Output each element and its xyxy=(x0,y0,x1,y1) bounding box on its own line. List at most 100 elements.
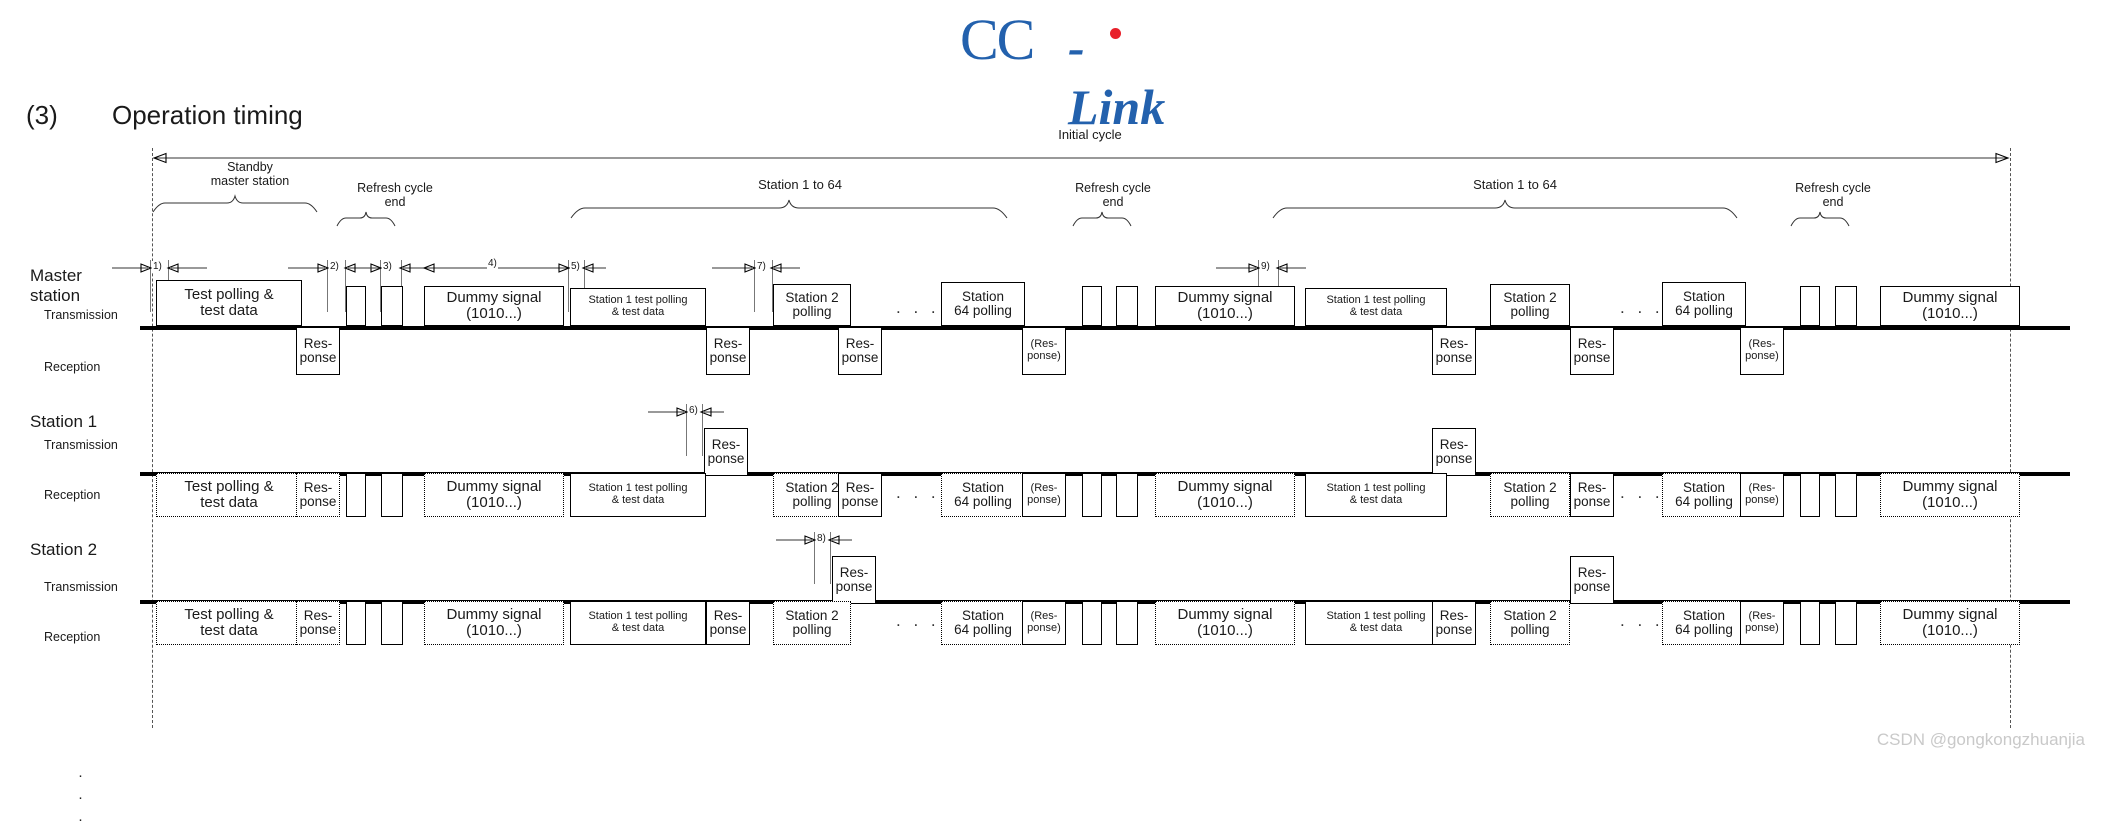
row-sublabel-station1-transmission: Transmission xyxy=(44,438,118,452)
box-response-master-rx-4: Res-ponse xyxy=(1432,327,1476,375)
box-response-station1-tx-2: Res-ponse xyxy=(1432,428,1476,476)
page-title: (3)Operation timing xyxy=(26,100,303,131)
box-station1-test-polling-station2-1: Station 1 test polling& test data xyxy=(570,601,706,645)
continuation-dots: ··· xyxy=(78,767,83,828)
box-response-station1-rx-3: Res-ponse xyxy=(1570,473,1614,517)
row-sublabel-master-reception: Reception xyxy=(44,360,101,374)
logo-red-dot-icon xyxy=(1110,28,1121,39)
marker-1: 1) xyxy=(152,261,163,272)
box-response-station2-rx-2: Res-ponse xyxy=(706,601,750,645)
box-dummy-signal-station2-1: Dummy signal(1010...) xyxy=(424,601,564,645)
box-station1-test-polling-station2-2: Station 1 test polling& test data xyxy=(1305,601,1447,645)
box-response-station1-rx: Res-ponse xyxy=(296,473,340,517)
tick-line-1a xyxy=(150,260,151,312)
tick-line-2b xyxy=(345,260,346,312)
tick-line-2a xyxy=(327,260,328,312)
box-refresh-pulse-station2-3 xyxy=(1082,601,1102,645)
box-refresh-pulse-station2-4 xyxy=(1116,601,1138,645)
box-refresh-pulse-4 xyxy=(1116,286,1138,326)
box-response-station1-rx-2: Res-ponse xyxy=(838,473,882,517)
box-response-paren-master-rx-1: (Res-ponse) xyxy=(1022,327,1066,375)
box-refresh-pulse-station2-2 xyxy=(381,601,403,645)
tick-line-7a xyxy=(754,260,755,312)
box-test-polling-station1-rx: Test polling &test data xyxy=(156,473,302,517)
brace-label-station-1-to-64-2: Station 1 to 64 xyxy=(1473,177,1557,192)
box-refresh-pulse-5 xyxy=(1800,286,1820,326)
box-station1-test-polling-station1-2: Station 1 test polling& test data xyxy=(1305,473,1447,517)
row-label-station-2: Station 2 xyxy=(30,540,98,559)
box-refresh-pulse-station2-1 xyxy=(346,601,366,645)
marker-5: 5) xyxy=(570,261,581,272)
marker-2: 2) xyxy=(329,261,340,272)
box-refresh-pulse-station1-1 xyxy=(346,473,366,517)
box-refresh-pulse-station1-2 xyxy=(381,473,403,517)
cycle-end-dashed-line xyxy=(2010,148,2011,728)
box-refresh-pulse-3 xyxy=(1082,286,1102,326)
initial-cycle-label: Initial cycle xyxy=(1058,127,1122,142)
row-sublabel-station2-reception: Reception xyxy=(44,630,101,644)
marker-6: 6) xyxy=(688,405,699,416)
tick-line-6b xyxy=(702,404,703,456)
station1-busline xyxy=(140,472,2070,476)
box-dummy-signal-station1-3: Dummy signal(1010...) xyxy=(1880,473,2020,517)
box-dummy-signal-station2-2: Dummy signal(1010...) xyxy=(1155,601,1295,645)
box-response-station1-tx: Res-ponse xyxy=(704,428,748,476)
box-refresh-pulse-station1-3 xyxy=(1082,473,1102,517)
marker-4: 4) xyxy=(487,258,498,269)
tick-line-5a xyxy=(568,260,569,312)
heading-text: Operation timing xyxy=(112,100,303,130)
box-response-paren-station2-2: (Res-ponse) xyxy=(1740,601,1784,645)
box-response-master-rx-1: Res-ponse xyxy=(296,327,340,375)
box-dummy-signal-station1-1: Dummy signal(1010...) xyxy=(424,473,564,517)
box-station1-test-polling-master-1: Station 1 test polling& test data xyxy=(570,288,706,326)
box-response-station2-tx: Res-ponse xyxy=(832,556,876,604)
row-label-station-1: Station 1 xyxy=(30,412,98,431)
box-refresh-pulse-1 xyxy=(346,286,366,326)
box-dummy-signal-station1-2: Dummy signal(1010...) xyxy=(1155,473,1295,517)
box-response-paren-station1-1: (Res-ponse) xyxy=(1022,473,1066,517)
row-sublabel-station1-reception: Reception xyxy=(44,488,101,502)
logo-cc-text: CC xyxy=(960,7,1035,72)
ellipsis-station2-2: . . . xyxy=(1620,611,1664,630)
tick-line-8a xyxy=(814,532,815,584)
ellipsis-master-1: . . . xyxy=(896,298,940,317)
box-refresh-pulse-station2-5 xyxy=(1800,601,1820,645)
box-dummy-signal-station2-3: Dummy signal(1010...) xyxy=(1880,601,2020,645)
box-response-station2-rx: Res-ponse xyxy=(296,601,340,645)
box-refresh-pulse-station1-4 xyxy=(1116,473,1138,517)
marker-7: 7) xyxy=(756,261,767,272)
cycle-start-dashed-line xyxy=(152,148,153,728)
cc-link-logo: CC -Link xyxy=(960,7,1180,136)
row-sublabel-master-transmission: Transmission xyxy=(44,308,118,322)
box-response-master-rx-2: Res-ponse xyxy=(706,327,750,375)
box-dummy-signal-master-3: Dummy signal(1010...) xyxy=(1880,286,2020,326)
box-station1-test-polling-master-2: Station 1 test polling& test data xyxy=(1305,288,1447,326)
box-refresh-pulse-station1-5 xyxy=(1800,473,1820,517)
watermark: CSDN @gongkongzhuanjia xyxy=(1876,730,2085,749)
tick-line-8b xyxy=(830,532,831,584)
box-refresh-pulse-2 xyxy=(381,286,403,326)
marker-3: 3) xyxy=(382,261,393,272)
row-sublabel-station2-transmission: Transmission xyxy=(44,580,118,594)
box-response-station2-tx-2: Res-ponse xyxy=(1570,556,1614,604)
ellipsis-station1-1: . . . xyxy=(896,483,940,502)
box-response-master-rx-5: Res-ponse xyxy=(1570,327,1614,375)
box-dummy-signal-master-2: Dummy signal(1010...) xyxy=(1155,286,1295,326)
tick-line-5b xyxy=(584,260,585,312)
ellipsis-station1-2: . . . xyxy=(1620,483,1664,502)
station2-busline xyxy=(140,600,2070,604)
box-test-polling-test-data-master: Test polling &test data xyxy=(156,280,302,326)
box-response-station2-rx-3: Res-ponse xyxy=(1432,601,1476,645)
operation-timing-diagram: Initial cycle xyxy=(0,127,2103,828)
